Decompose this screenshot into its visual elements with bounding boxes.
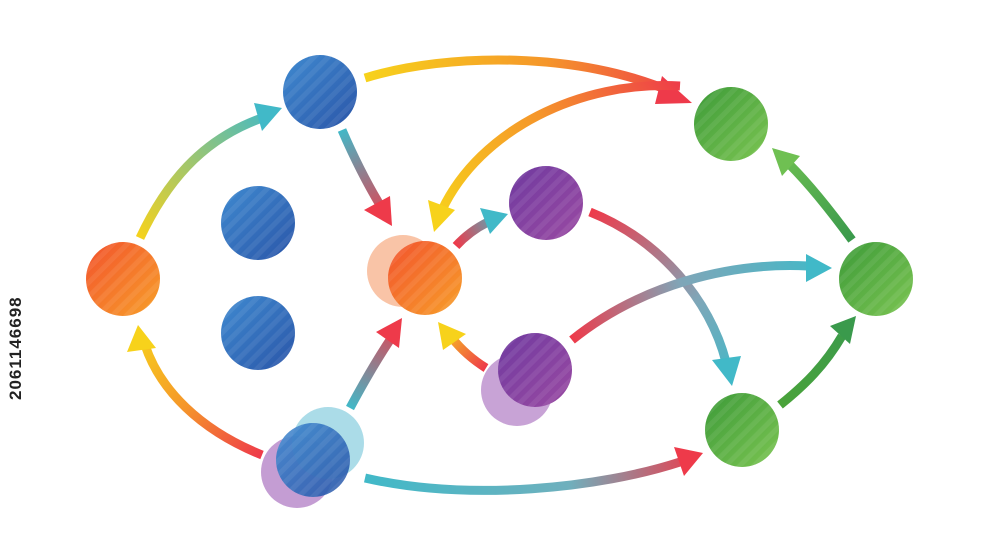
edge-cluster-to-green-bottom [363,457,682,495]
edge-orange-left-to-blue-top [135,113,264,240]
arrowhead [438,322,466,350]
arrowhead [127,325,156,352]
edge-green-right-to-green-top [786,161,856,243]
node-texture [283,55,357,129]
node-texture [276,423,350,497]
arrowhead [806,254,832,282]
stock-id-label: 2061146698 [6,296,25,400]
arrowhead [772,148,800,176]
node-texture [221,296,295,370]
arrowhead [674,447,703,476]
node-texture [705,393,779,467]
edge-green-top-to-orange-center [437,81,681,212]
node-texture [509,166,583,240]
arrowhead [428,200,455,232]
edge-purple-top-to-green-bottom [588,207,731,364]
edge-cluster-to-orange-left [140,343,264,460]
arrowhead [712,356,741,386]
arrowhead [364,196,392,226]
arrowhead [254,103,282,131]
node-texture [86,242,160,316]
edge-blue-top-to-green-top [363,55,674,97]
edge-orange-center-to-purple-top [452,217,491,250]
node-texture [388,241,462,315]
node-texture [694,87,768,161]
edge-blue-top-to-orange-center [337,128,384,208]
arrowhead [830,316,856,344]
edge-purple-bottom-to-orange-center [448,335,489,372]
arrowhead [376,318,402,348]
edge-green-bottom-to-green-right [777,333,846,409]
node-texture [221,186,295,260]
edge-purple-bottom-to-green-right [569,261,809,344]
node-texture [839,242,913,316]
arrowhead [480,208,508,234]
edge-cluster-to-orange-center [346,337,394,411]
node-texture [498,333,572,407]
